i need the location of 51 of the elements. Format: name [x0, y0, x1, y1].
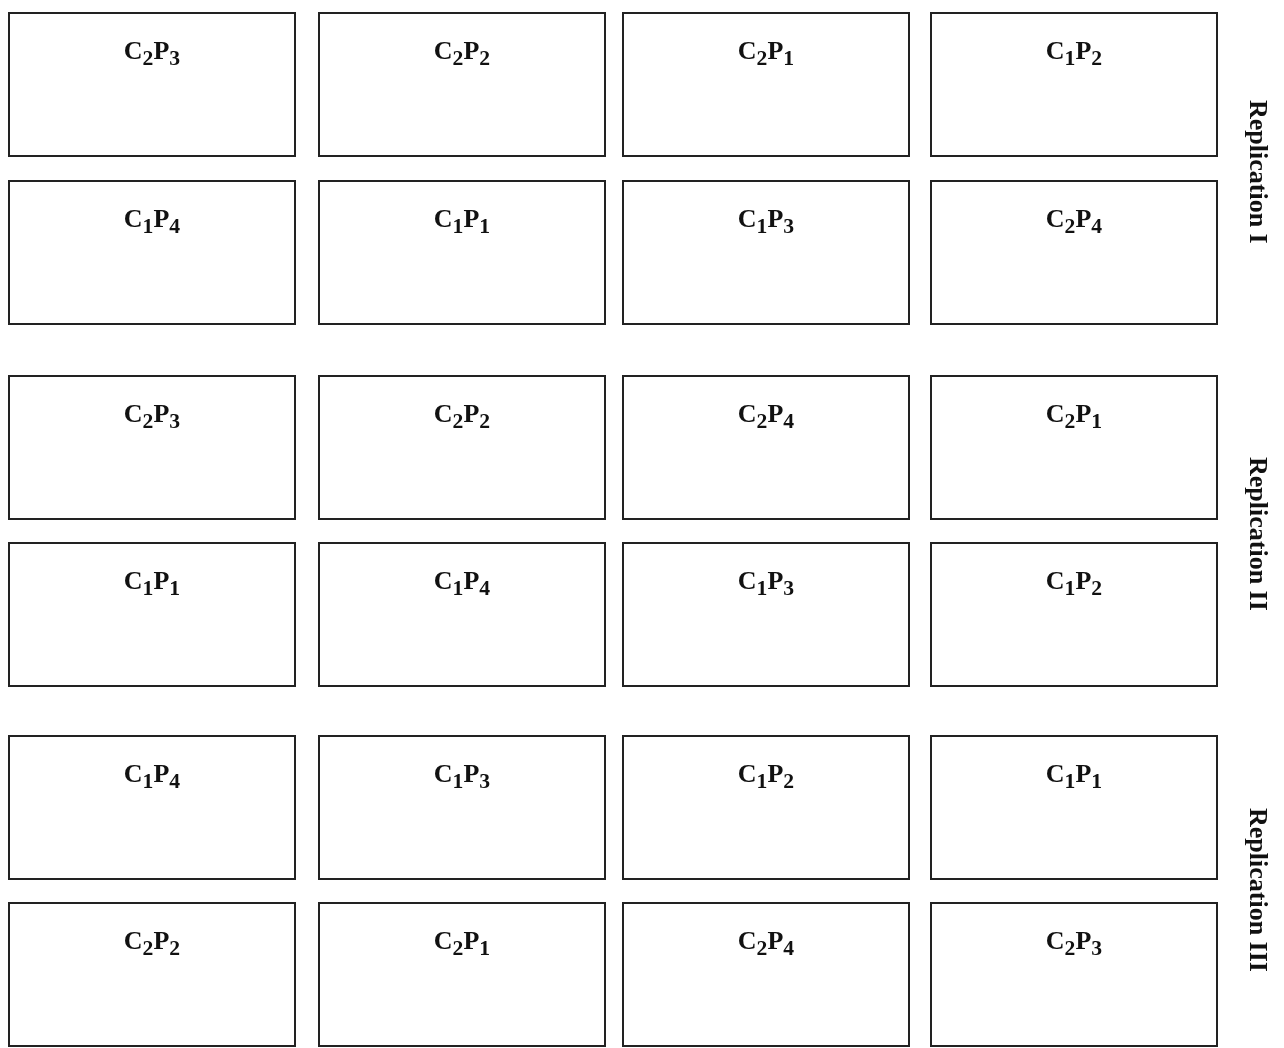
plot-box: [318, 12, 606, 157]
plot-box: [8, 542, 296, 687]
plot-box: [8, 12, 296, 157]
treatment-label: C$_{1}$P$_{1}$: [1044, 759, 1104, 795]
plot-box: [930, 735, 1218, 880]
treatment-label: C$_{2}$P$_{3}$: [122, 36, 182, 72]
plot-box: [8, 735, 296, 880]
plot-box: [318, 542, 606, 687]
plot-box: [930, 902, 1218, 1047]
plot-box: [622, 375, 910, 520]
plot-box: [622, 735, 910, 880]
plot-box: [318, 735, 606, 880]
treatment-label: C$_{2}$P$_{4}$: [736, 926, 796, 962]
treatment-label: C$_{1}$P$_{2}$: [736, 759, 796, 795]
treatment-label: C$_{1}$P$_{3}$: [736, 204, 796, 240]
plot-box: [318, 180, 606, 325]
replication-label: Replication I: [1243, 100, 1273, 244]
treatment-label: C$_{2}$P$_{3}$: [122, 399, 182, 435]
treatment-label: C$_{1}$P$_{3}$: [736, 566, 796, 602]
treatment-label: C$_{1}$P$_{1}$: [432, 204, 492, 240]
treatment-label: C$_{2}$P$_{1}$: [1044, 399, 1104, 435]
replication-label: Replication III: [1243, 808, 1273, 972]
treatment-label: C$_{1}$P$_{2}$: [1044, 566, 1104, 602]
replication-label: Replication II: [1243, 457, 1273, 611]
plot-box: [622, 180, 910, 325]
treatment-label: C$_{1}$P$_{1}$: [122, 566, 182, 602]
treatment-label: C$_{2}$P$_{1}$: [736, 36, 796, 72]
treatment-label: C$_{1}$P$_{4}$: [432, 566, 492, 602]
treatment-label: C$_{2}$P$_{3}$: [1044, 926, 1104, 962]
treatment-label: C$_{1}$P$_{4}$: [122, 204, 182, 240]
plot-box: [930, 180, 1218, 325]
plot-box: [8, 180, 296, 325]
treatment-label: C$_{2}$P$_{4}$: [736, 399, 796, 435]
treatment-label: C$_{2}$P$_{2}$: [122, 926, 182, 962]
treatment-label: C$_{1}$P$_{2}$: [1044, 36, 1104, 72]
treatment-label: C$_{2}$P$_{1}$: [432, 926, 492, 962]
plot-box: [318, 375, 606, 520]
plot-box: [930, 12, 1218, 157]
plot-box: [622, 902, 910, 1047]
plot-box: [622, 542, 910, 687]
treatment-label: C$_{2}$P$_{2}$: [432, 399, 492, 435]
treatment-label: C$_{2}$P$_{4}$: [1044, 204, 1104, 240]
treatment-label: C$_{1}$P$_{3}$: [432, 759, 492, 795]
plot-box: [622, 12, 910, 157]
plot-box: [8, 375, 296, 520]
treatment-label: C$_{1}$P$_{4}$: [122, 759, 182, 795]
plot-box: [930, 542, 1218, 687]
plot-box: [930, 375, 1218, 520]
plot-box: [318, 902, 606, 1047]
treatment-label: C$_{2}$P$_{2}$: [432, 36, 492, 72]
plot-box: [8, 902, 296, 1047]
